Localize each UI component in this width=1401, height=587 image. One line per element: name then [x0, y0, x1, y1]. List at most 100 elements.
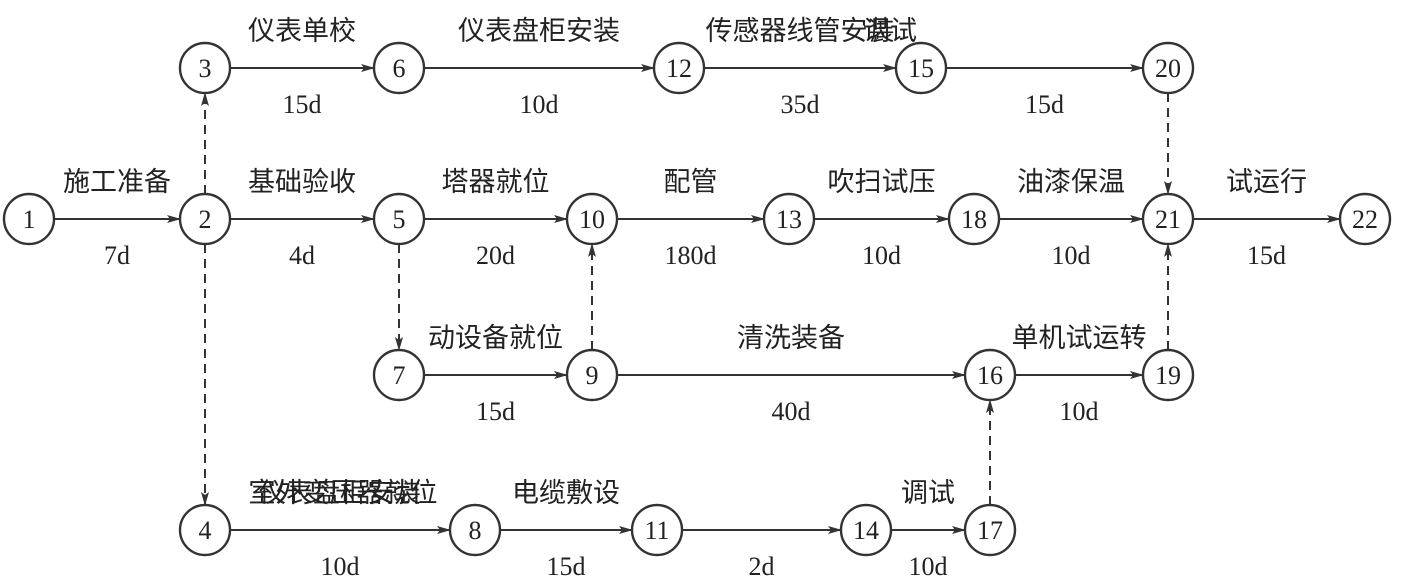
node-9: 9 [565, 348, 619, 402]
node-5: 5 [372, 192, 426, 246]
node-2: 2 [178, 192, 232, 246]
task-label-10-13: 配管 [664, 167, 718, 198]
node-circle [762, 192, 816, 246]
task-label-13-18: 吹扫试压 [828, 167, 936, 198]
duration-label-3-6: 15d [283, 90, 322, 119]
task-label-21-22: 试运行 [1226, 167, 1307, 198]
duration-label-21-22: 15d [1247, 241, 1286, 270]
task-label-2-5: 基础验收 [248, 167, 356, 198]
labels-layer: 施工准备7d基础验收4d塔器就位20d配管180d吹扫试压10d油漆保温10d试… [63, 16, 1307, 581]
node-4: 4 [178, 503, 232, 557]
node-number: 10 [579, 205, 605, 234]
task-label-16-19: 单机试运转 [1012, 323, 1147, 354]
node-number: 4 [199, 516, 212, 545]
node-number: 19 [1155, 361, 1181, 390]
task-label-9-16: 清洗装备 [737, 323, 845, 354]
node-circle [894, 41, 948, 95]
task-label-7-9: 动设备就位 [428, 323, 563, 354]
edges-layer [54, 64, 1341, 534]
node-14: 14 [839, 503, 893, 557]
node-number: 9 [586, 361, 599, 390]
node-circle [372, 192, 426, 246]
node-circle [652, 41, 706, 95]
node-circle [448, 503, 502, 557]
node-number: 7 [393, 361, 406, 390]
node-circle [1141, 41, 1195, 95]
node-circle [839, 503, 893, 557]
node-10: 10 [565, 192, 619, 246]
node-17: 17 [963, 503, 1017, 557]
duration-label-9-16: 40d [772, 397, 811, 426]
node-circle [947, 192, 1001, 246]
duration-label-7-9: 15d [476, 397, 515, 426]
node-circle [1141, 348, 1195, 402]
task-label-15-20: 调试 [863, 16, 917, 47]
node-number: 5 [393, 205, 406, 234]
node-number: 15 [908, 54, 934, 83]
node-13: 13 [762, 192, 816, 246]
node-11: 11 [630, 503, 684, 557]
task-label-14-17: 调试 [901, 478, 955, 509]
task-label-5-10: 塔器就位 [442, 167, 550, 198]
node-20: 20 [1141, 41, 1195, 95]
node-number: 11 [644, 516, 669, 545]
node-circle [963, 348, 1017, 402]
node-number: 14 [853, 516, 879, 545]
duration-label-12-15: 35d [781, 90, 820, 119]
duration-label-13-18: 10d [862, 241, 901, 270]
node-number: 18 [961, 205, 987, 234]
duration-label-5-10: 20d [476, 241, 515, 270]
node-number: 3 [199, 54, 212, 83]
node-8: 8 [448, 503, 502, 557]
node-number: 1 [23, 205, 36, 234]
node-number: 2 [199, 205, 212, 234]
node-circle [1338, 192, 1392, 246]
node-21: 21 [1141, 192, 1195, 246]
duration-label-16-19: 10d [1060, 397, 1099, 426]
node-circle [963, 503, 1017, 557]
duration-label-10-13: 180d [665, 241, 717, 270]
node-number: 21 [1155, 205, 1181, 234]
node-number: 20 [1155, 54, 1181, 83]
node-circle [565, 192, 619, 246]
node-22: 22 [1338, 192, 1392, 246]
node-19: 19 [1141, 348, 1195, 402]
duration-label-14-17: 10d [909, 552, 948, 581]
node-number: 8 [469, 516, 482, 545]
node-16: 16 [963, 348, 1017, 402]
task-label-1-2: 施工准备 [63, 167, 171, 198]
node-circle [372, 348, 426, 402]
node-number: 6 [393, 54, 406, 83]
node-circle [178, 41, 232, 95]
node-number: 22 [1352, 205, 1378, 234]
node-1: 1 [2, 192, 56, 246]
node-circle [565, 348, 619, 402]
duration-label-4-8: 10d [321, 552, 360, 581]
node-circle [2, 192, 56, 246]
duration-label-6-12: 10d [520, 90, 559, 119]
node-3: 3 [178, 41, 232, 95]
node-number: 17 [977, 516, 1003, 545]
node-circle [372, 41, 426, 95]
task-label-8-11: 电缆敷设 [512, 478, 620, 509]
node-number: 16 [977, 361, 1003, 390]
task-label-6-12: 仪表盘柜安装 [458, 16, 620, 47]
duration-label-15-20: 15d [1025, 90, 1064, 119]
duration-label-11-14: 2d [749, 552, 775, 581]
node-circle [1141, 192, 1195, 246]
node-circle [178, 192, 232, 246]
task-label-4-8: 仪表盘柜安装 [259, 478, 421, 509]
duration-label-8-11: 15d [547, 552, 586, 581]
task-label-3-6: 仪表单校 [248, 16, 356, 47]
node-7: 7 [372, 348, 426, 402]
node-number: 12 [666, 54, 692, 83]
duration-label-1-2: 7d [104, 241, 130, 270]
task-label-18-21: 油漆保温 [1017, 167, 1125, 198]
node-circle [178, 503, 232, 557]
duration-label-18-21: 10d [1052, 241, 1091, 270]
node-number: 13 [776, 205, 802, 234]
node-18: 18 [947, 192, 1001, 246]
node-12: 12 [652, 41, 706, 95]
